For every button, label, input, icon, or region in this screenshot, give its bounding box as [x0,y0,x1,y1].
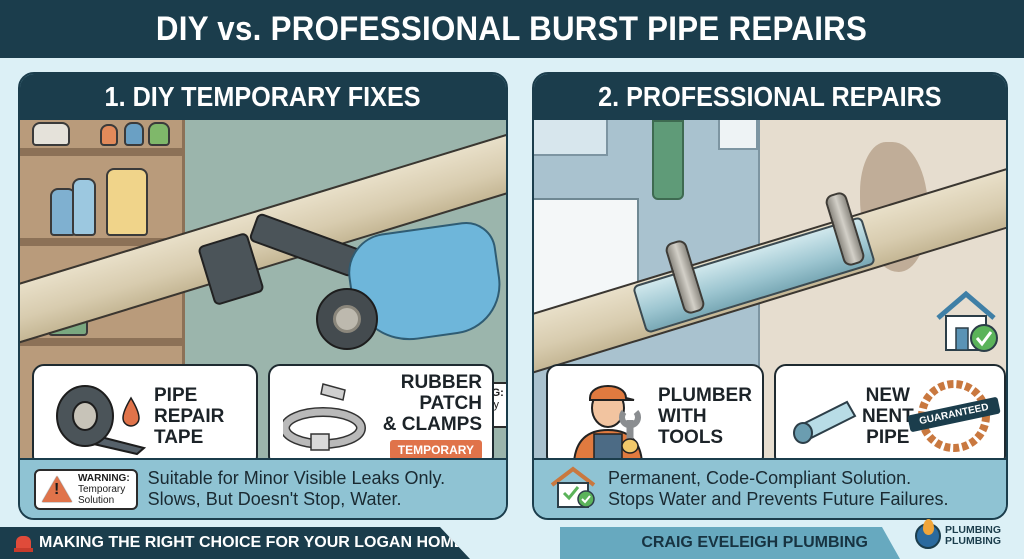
card-new-pipe: NEW NENT PIPE GUARANTEED [773,364,1006,468]
temporary-badge: TEMPORARY [389,440,482,460]
card-pipe-repair-tape: PIPE REPAIR TAPE [32,364,258,468]
tape-roll-icon [44,376,154,456]
diy-panel-header: 1. DIY TEMPORARY FIXES [20,74,506,120]
guaranteed-seal-icon: GUARANTEED [906,376,1001,456]
diy-footer-line1: Suitable for Minor Visible Leaks Only. [147,468,446,488]
footer-warning-label: WARNING: Temporary Solution [34,468,138,510]
house-check-icon [548,465,598,514]
warning-triangle-icon [42,476,72,502]
professional-footer-line1: Permanent, Code-Compliant Solution. [608,468,912,488]
company-name: CRAIG EVELEIGH PLUMBING [641,534,868,551]
siren-icon [14,536,33,552]
hose-clamp-icon [280,376,370,456]
tape-roll-in-hand [316,288,378,350]
house-check-icon [932,288,1002,359]
title-bar: DIY vs. PROFESSIONAL BURST PIPE REPAIRS [0,0,1024,58]
diy-footer-line2: Slows, But Doesn't Stop, Water. [147,489,402,509]
card-rubber-patch-clamps: RUBBER PATCH & CLAMPS TEMPORARY [268,364,494,468]
new-pipe-icon [786,386,862,446]
professional-panel-title: 2. PROFESSIONAL REPAIRS [598,81,942,112]
flame-water-logo-icon [915,519,941,549]
diy-panel: 1. DIY TEMPORARY FIXES WARNING: Tempora [18,72,508,520]
card-plumber-with-tools: PLUMBER WITH TOOLS [546,364,764,468]
page-title: DIY vs. PROFESSIONAL BURST PIPE REPAIRS [156,9,868,48]
professional-footer-line2: Stops Water and Prevents Future Failures… [608,489,949,509]
company-logo: PLUMBING PLUMBING [915,519,1001,549]
professional-panel: 2. PROFESSIONAL REPAIRS [532,72,1008,520]
professional-cards: PLUMBER WITH TOOLS NEW NENT PIPE [546,364,1006,468]
diy-panel-title: 1. DIY TEMPORARY FIXES [104,81,422,112]
diy-footer: WARNING: Temporary Solution Suitable for… [20,458,506,518]
diy-cards: PIPE REPAIR TAPE RUBBER PATCH & CLAMPS T… [32,364,494,468]
plumber-icon [558,370,658,462]
professional-panel-header: 2. PROFESSIONAL REPAIRS [534,74,1006,120]
bottom-left-banner: MAKING THE RIGHT CHOICE FOR YOUR LOGAN H… [0,527,470,559]
bottom-left-text: MAKING THE RIGHT CHOICE FOR YOUR LOGAN H… [39,534,465,551]
bottom-right-banner: CRAIG EVELEIGH PLUMBING [560,527,900,559]
professional-footer: Permanent, Code-Compliant Solution. Stop… [534,458,1006,518]
